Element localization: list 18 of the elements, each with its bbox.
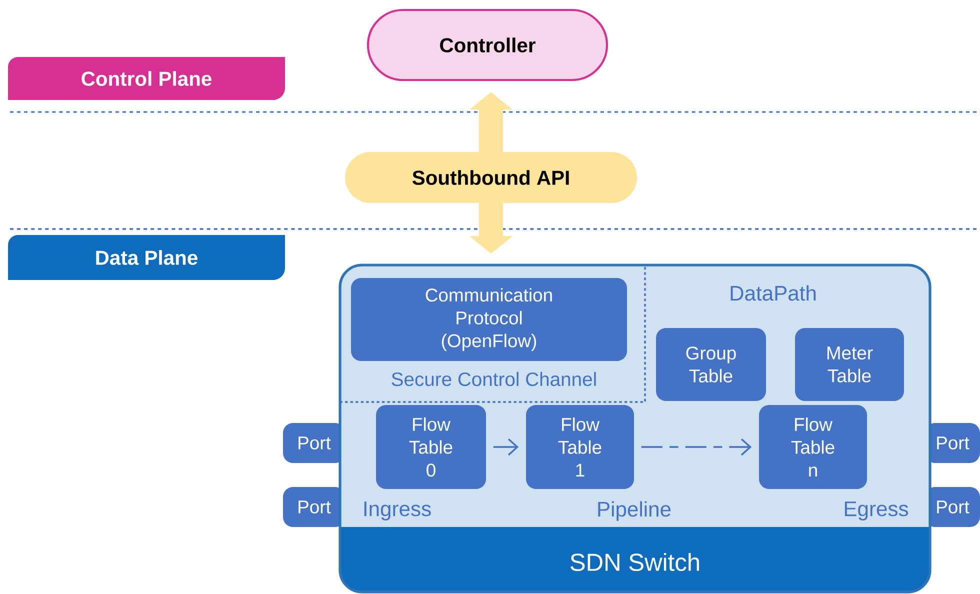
- controller-box: Controller: [366, 8, 608, 82]
- table-box: Flow Table 0: [376, 405, 486, 489]
- arrow: [641, 438, 752, 456]
- section-label: DataPath: [730, 285, 816, 301]
- table-box: Meter Table: [795, 328, 904, 401]
- table-box: Flow Table n: [759, 405, 867, 489]
- arrow: [493, 438, 519, 456]
- section-label: Pipeline: [598, 501, 671, 521]
- plane-band: Data Plane: [8, 235, 285, 280]
- protocol-box: Communication Protocol (OpenFlow): [351, 278, 627, 361]
- port-box: Port: [283, 487, 345, 527]
- section-label: Ingress: [364, 502, 431, 520]
- api-box: Southbound API: [345, 152, 637, 203]
- table-box: Flow Table 1: [526, 405, 634, 489]
- port-box: Port: [283, 423, 345, 463]
- plane-band: Control Plane: [8, 57, 285, 100]
- table-box: Group Table: [656, 328, 766, 401]
- section-label: Egress: [844, 502, 908, 520]
